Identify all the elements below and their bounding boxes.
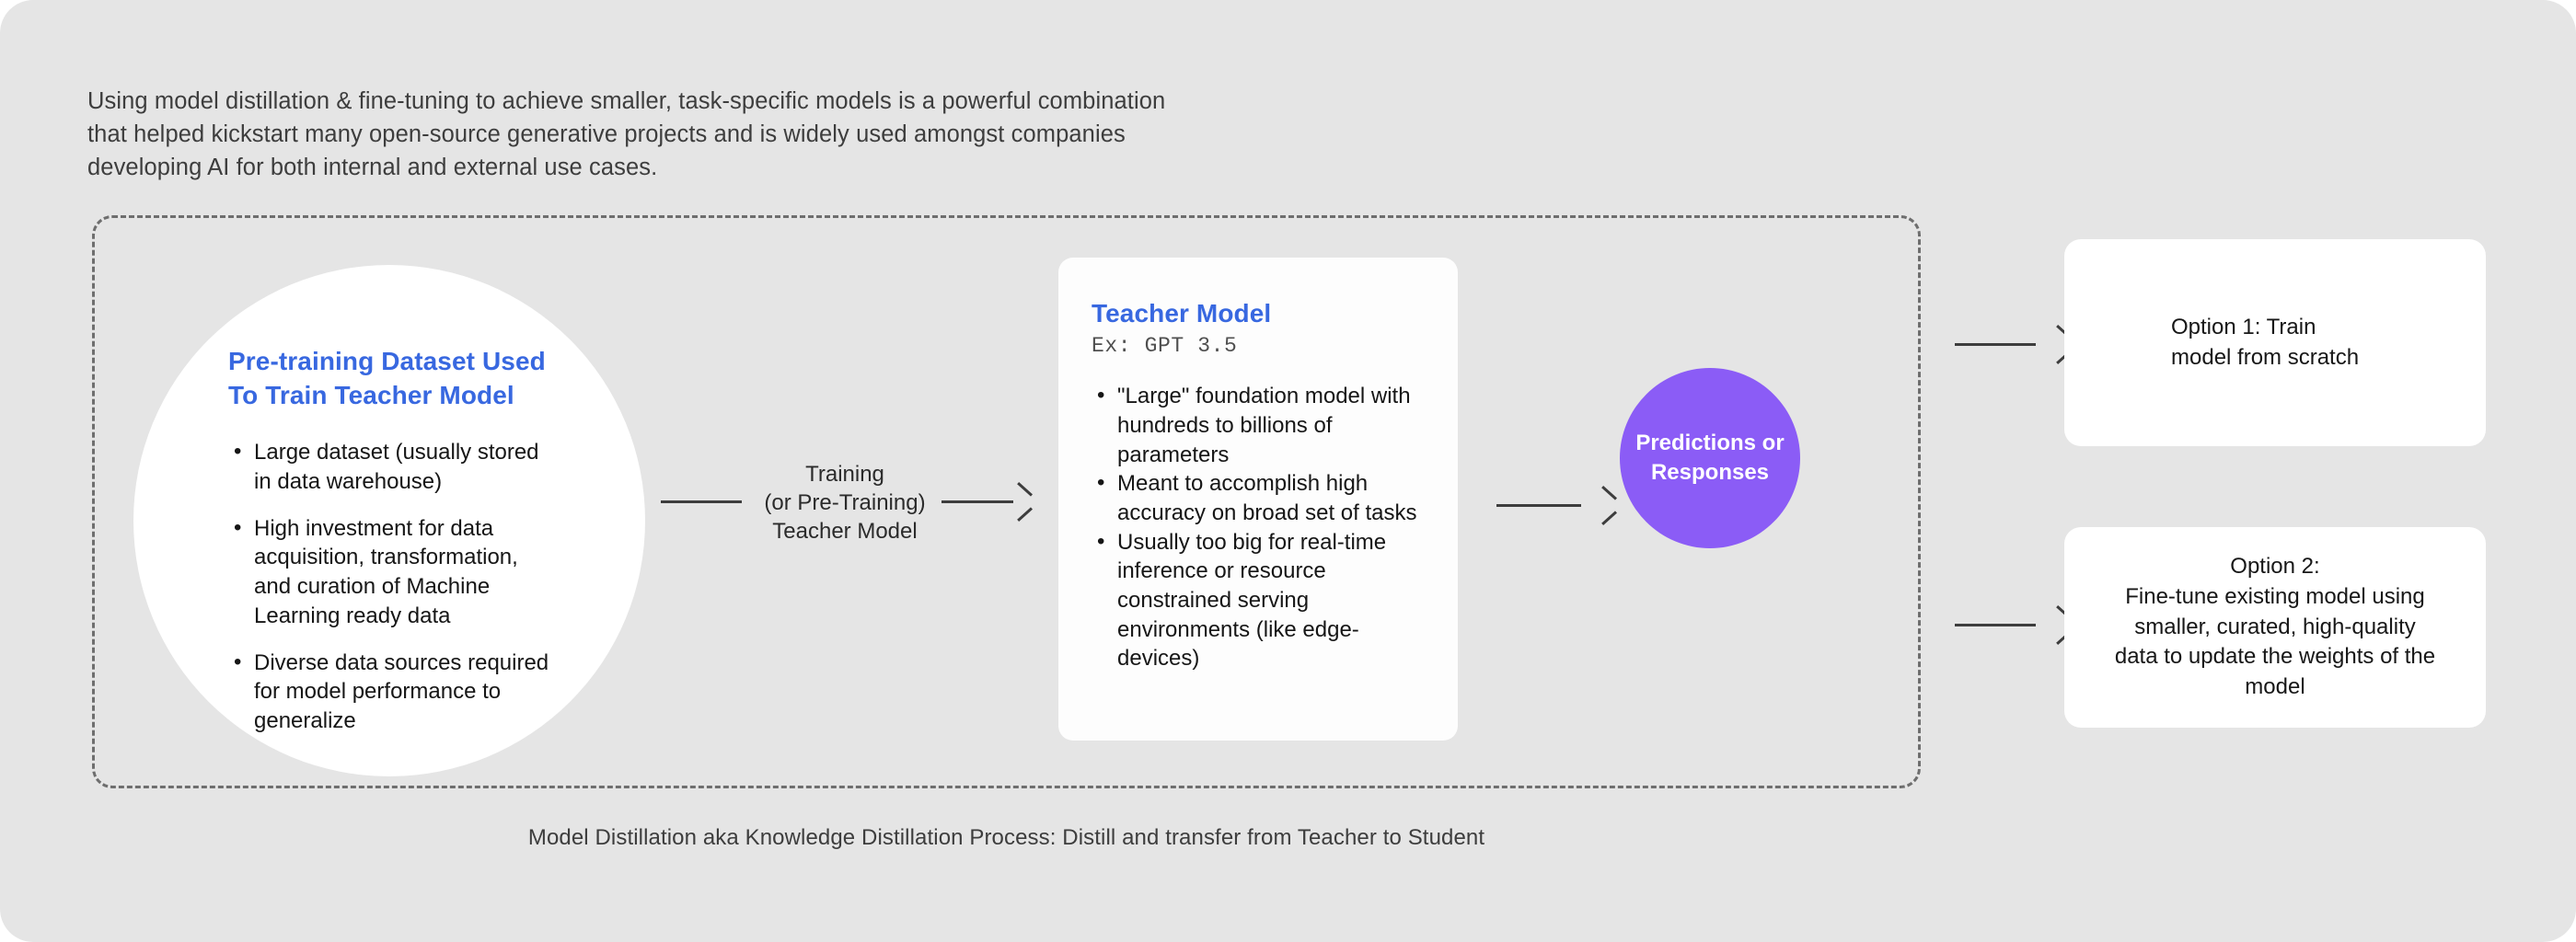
arrow-line-icon: [1955, 343, 2036, 346]
training-arrow-label: Training (or Pre-Training) Teacher Model: [764, 462, 926, 545]
distillation-process-container: [92, 215, 1921, 788]
option-2-text: Option 2: Fine-tune existing model using…: [2114, 554, 2436, 699]
arrow-line-icon: [661, 500, 742, 503]
predictions-to-option1-arrow: [1955, 327, 2058, 363]
predictions-to-option2-arrow: [1955, 607, 2058, 644]
teacher-to-predictions-arrow: [1496, 488, 1600, 524]
teacher-model-card: Teacher Model Ex: GPT 3.5 "Large" founda…: [1058, 258, 1458, 741]
predictions-circle-label: Predictions or Responses: [1635, 430, 1785, 485]
list-item: High investment for data acquisition, tr…: [228, 513, 552, 631]
diagram-caption: Model Distillation aka Knowledge Distill…: [527, 825, 1485, 850]
arrow-line-icon: [941, 500, 1013, 503]
list-item: Meant to accomplish high accuracy on bro…: [1092, 468, 1425, 527]
predictions-circle: Predictions or Responses: [1620, 368, 1800, 548]
option-1-text: Option 1: Train model from scratch: [2171, 314, 2360, 370]
arrow-line-icon: [1955, 624, 2036, 626]
dataset-bullet-list: Large dataset (usually stored in data wa…: [228, 437, 552, 736]
list-item: Diverse data sources required for model …: [228, 647, 552, 736]
list-item: Large dataset (usually stored in data wa…: [228, 437, 552, 496]
teacher-model-subtitle: Ex: GPT 3.5: [1092, 334, 1238, 359]
pretraining-dataset-circle: Pre-training Dataset Used To Train Teach…: [133, 265, 645, 776]
teacher-model-title: Teacher Model: [1092, 299, 1272, 327]
list-item: "Large" foundation model with hundreds t…: [1092, 381, 1425, 469]
training-arrow: Training (or Pre-Training) Teacher Model: [661, 460, 1029, 545]
teacher-bullet-list: "Large" foundation model with hundreds t…: [1092, 381, 1425, 673]
arrow-line-icon: [1496, 504, 1581, 507]
dataset-circle-title: Pre-training Dataset Used To Train Teach…: [228, 347, 546, 410]
intro-paragraph: Using model distillation & fine-tuning t…: [87, 88, 1166, 181]
dataset-circle-content: Pre-training Dataset Used To Train Teach…: [228, 344, 552, 736]
option-2-card: Option 2: Fine-tune existing model using…: [2064, 527, 2486, 728]
option-1-card: Option 1: Train model from scratch: [2064, 239, 2486, 446]
list-item: Usually too big for real-time inference …: [1092, 527, 1425, 673]
